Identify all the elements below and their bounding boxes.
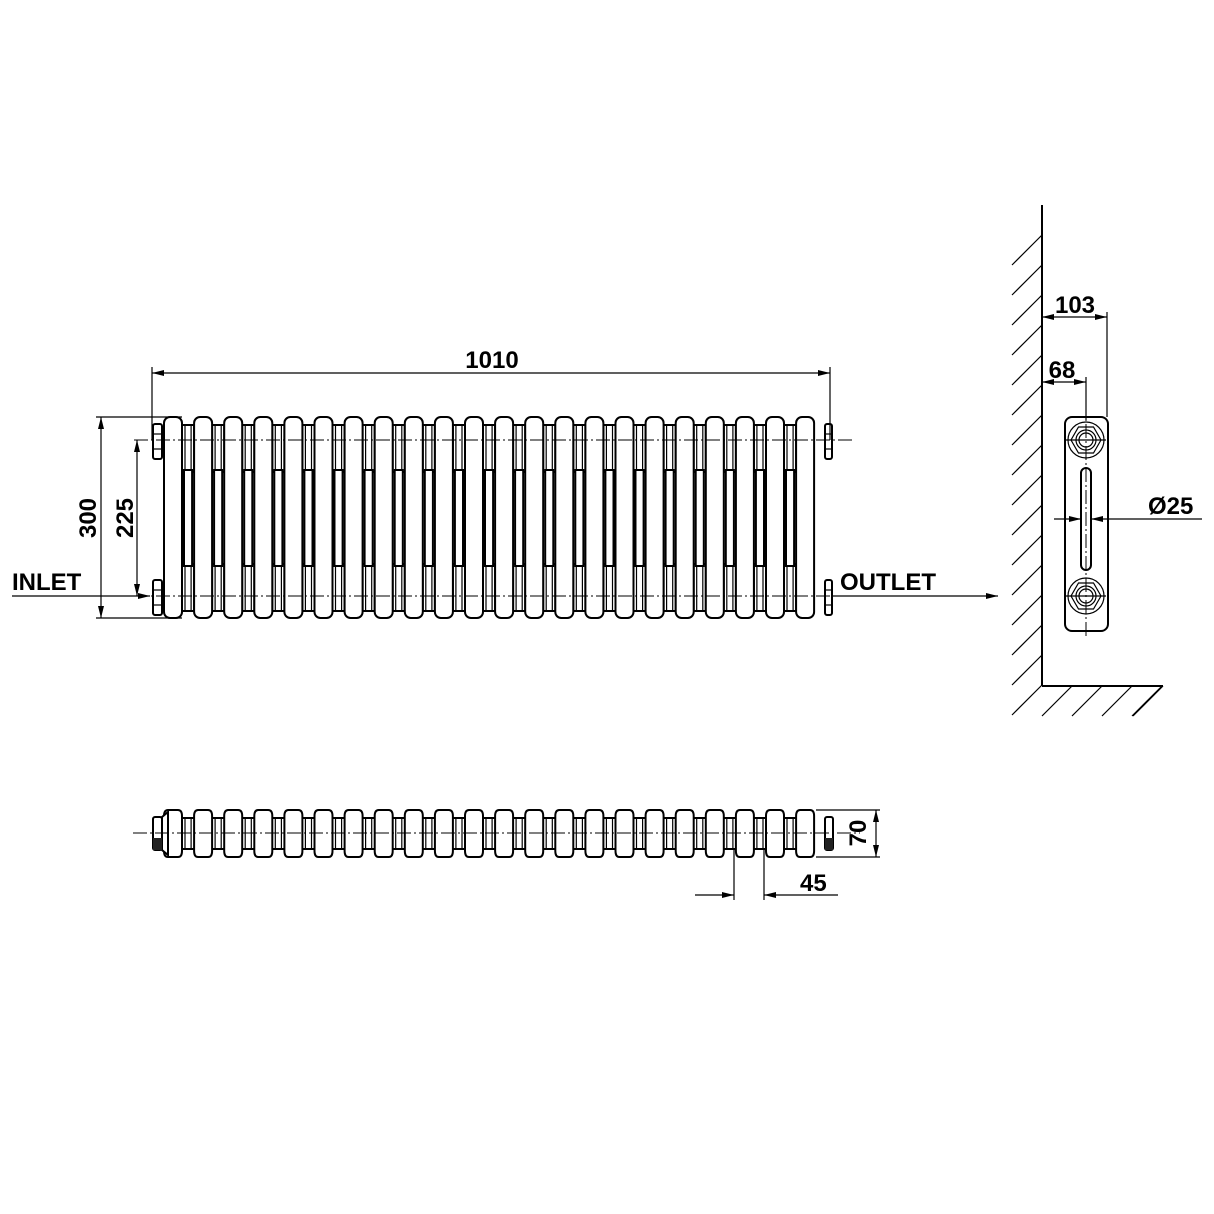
pipe-offset-dimension: 68 (1042, 357, 1087, 420)
front-view: 1010 300 225 INLET OUTLET (12, 347, 998, 619)
pipe-diameter-dimension: Ø25 (1054, 493, 1202, 522)
side-depth-dimension: 103 (1042, 292, 1108, 417)
wall-hatching (1011, 234, 1043, 716)
radiator-columns (163, 416, 816, 619)
height-dimension: 300 (75, 416, 182, 619)
top-depth-label: 70 (845, 820, 872, 847)
pipe-diameter-label: Ø25 (1148, 493, 1193, 520)
inlet-indicator: INLET (12, 569, 150, 599)
section-pitch-dimension: 45 (695, 848, 838, 900)
outlet-indicator: OUTLET (832, 569, 998, 599)
left-end-caps (152, 423, 163, 616)
pipe-centres-dimension: 225 (112, 440, 140, 596)
side-view: 103 68 Ø25 (1011, 205, 1202, 717)
section-pitch-label: 45 (800, 870, 827, 897)
floor-hatching (1041, 685, 1164, 717)
top-depth-dimension: 70 (816, 809, 880, 858)
width-dimension: 1010 (151, 347, 831, 440)
top-view: 70 45 (133, 809, 880, 900)
height-label: 300 (75, 498, 102, 538)
outlet-label: OUTLET (840, 569, 936, 596)
top-pipe-nut (1066, 421, 1106, 459)
inlet-label: INLET (12, 569, 82, 596)
pipe-centres-label: 225 (112, 498, 139, 538)
bottom-pipe-nut (1066, 577, 1106, 615)
side-depth-label: 103 (1055, 292, 1095, 319)
width-label: 1010 (465, 347, 518, 374)
right-end-caps (824, 423, 833, 616)
pipe-offset-label: 68 (1049, 357, 1076, 384)
